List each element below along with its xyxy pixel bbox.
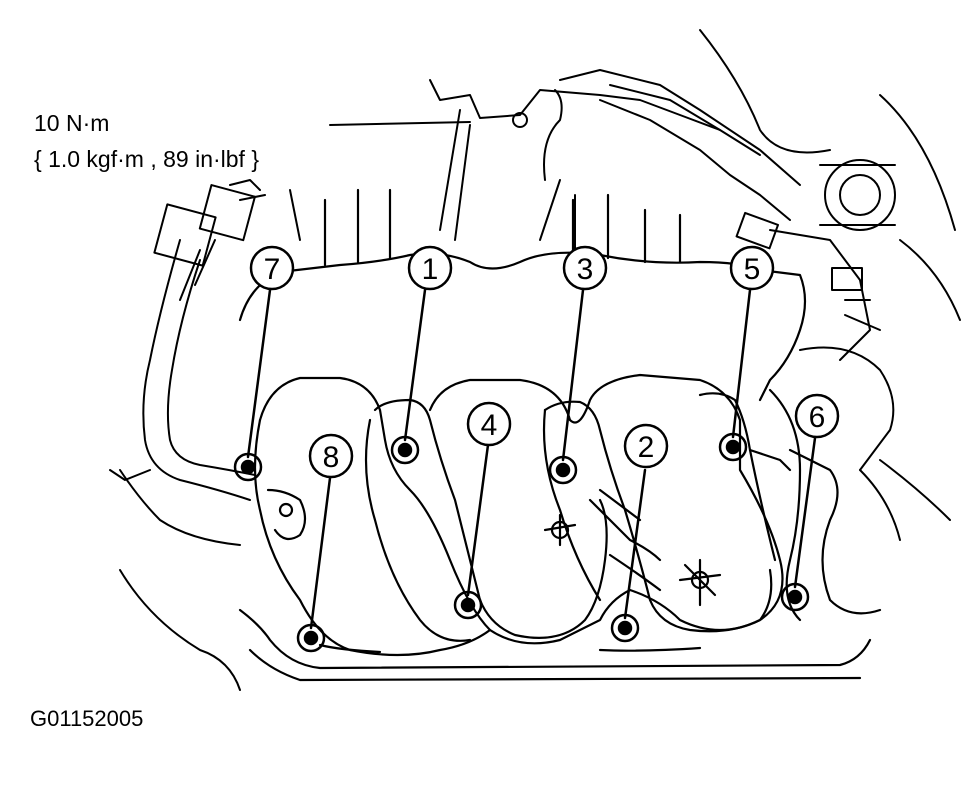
bolt-number-7: 7 [264,253,281,286]
callout-circle-6 [794,393,840,439]
bolt-number-3: 3 [577,253,594,286]
bolt-head-4 [453,590,483,620]
bolt-callouts [249,245,840,479]
bolt-number-5: 5 [744,253,761,286]
bolt-number-8: 8 [323,441,340,474]
torque-spec-converted: { 1.0 kgf·m , 89 in·lbf } [34,146,260,172]
torque-spec-metric: 10 N·m [34,110,110,136]
callout-circle-4 [466,401,512,447]
bolt-head-2 [610,613,640,643]
callout-circle-3 [562,245,608,291]
callout-circle-8 [308,433,354,479]
callout-circle-7 [249,245,295,291]
callout-circle-2 [623,423,669,469]
left-hose-connector [109,179,266,691]
bolt-number-1: 1 [422,253,439,286]
bolt-numbers: 1 2 3 4 5 6 7 8 [264,253,826,474]
engine-background-detail [289,29,961,541]
callout-circle-1 [407,245,453,291]
bolt-heads [233,432,810,653]
leader-lines [246,288,817,630]
manifold-plenum [238,188,807,402]
bolt-number-4: 4 [481,409,498,442]
bolt-number-6: 6 [809,401,826,434]
callout-circle-5 [729,245,775,291]
bolt-number-2: 2 [638,431,655,464]
bolt-head-6 [780,582,810,612]
manifold-runners [238,373,882,682]
figure-id: G01152005 [30,706,144,731]
